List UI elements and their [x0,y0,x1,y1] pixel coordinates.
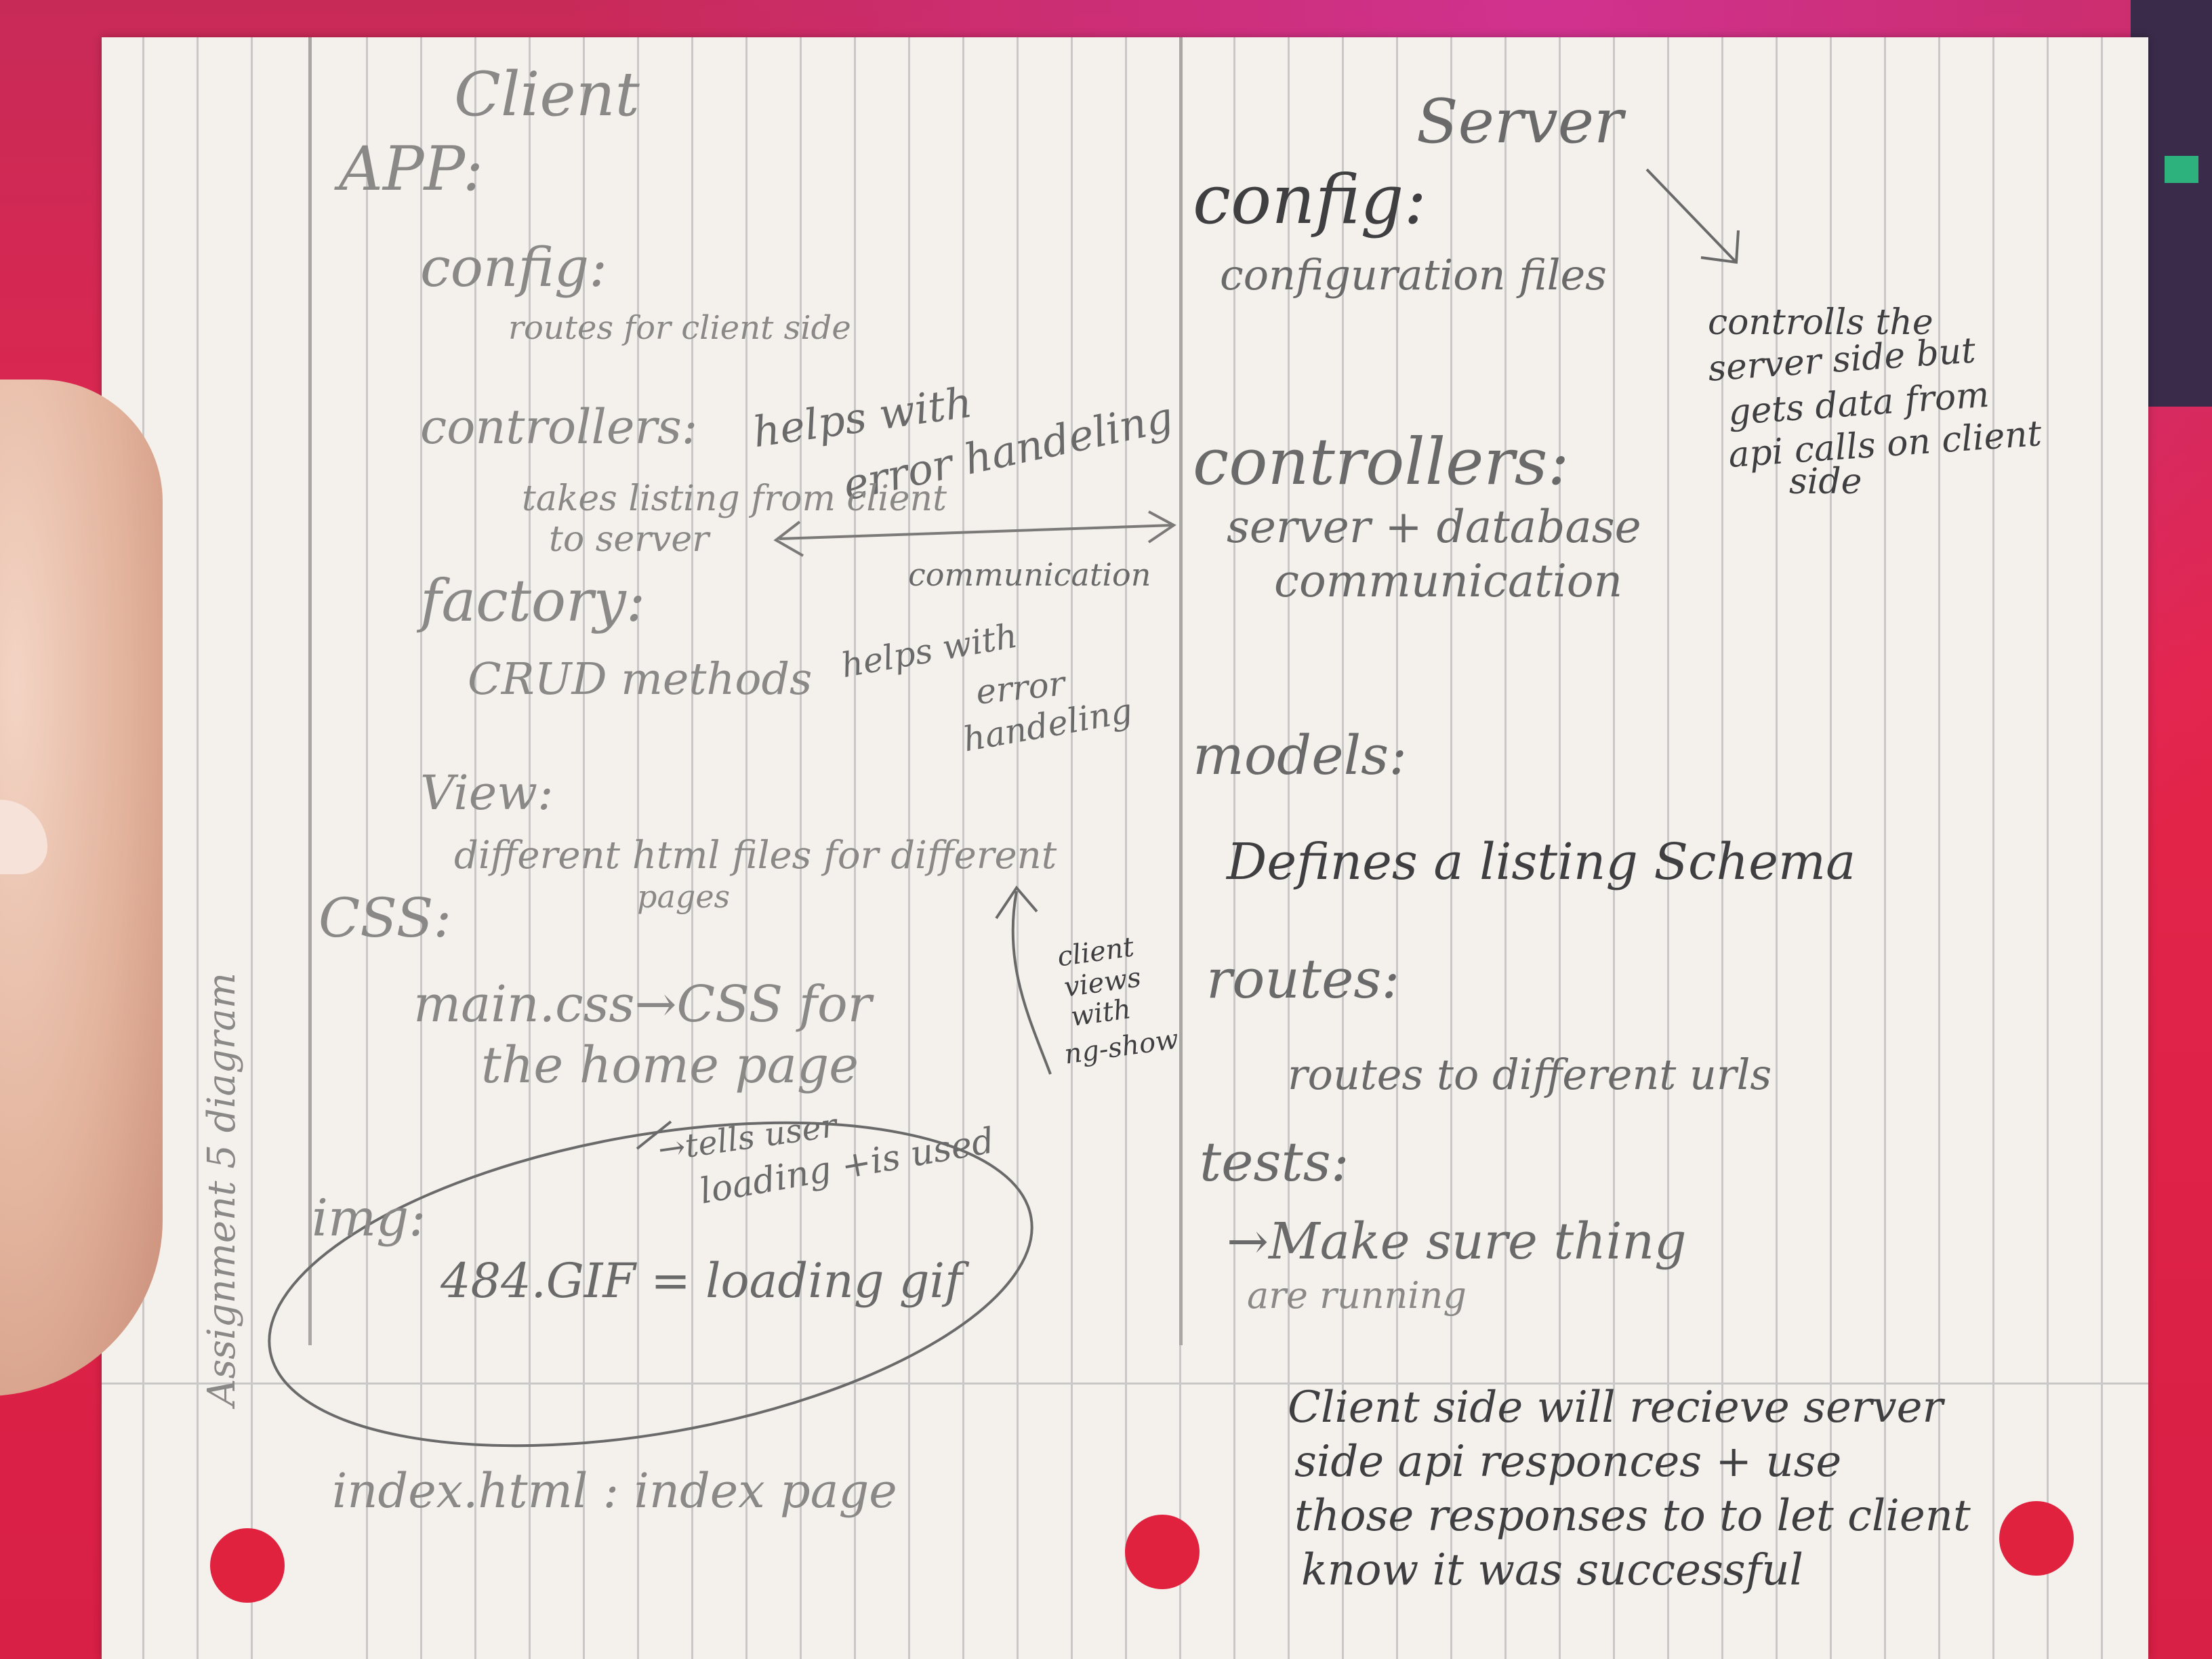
rule-line [1288,37,1290,1659]
rule-line [1559,37,1561,1659]
rule-line [1504,37,1507,1659]
crud-methods: CRUD methods [468,654,813,705]
communication-note: communication [908,556,1151,593]
server-config-label: config: [1193,160,1427,239]
server-controllers-desc2: communication [1274,555,1623,607]
side-title: Assignment 5 diagram [200,972,244,1406]
client-view-desc1: different html files for different [454,834,1057,878]
rule-line [1830,37,1832,1659]
rule-line [529,37,531,1659]
footer-line3: those responses to to let client [1294,1491,1971,1541]
client-controllers-desc1: takes listing from client [522,478,947,519]
client-config-label: config: [420,236,608,299]
rule-line [420,37,422,1659]
rule-line [1938,37,1940,1659]
rule-line [1721,37,1723,1659]
server-config-note5: side [1789,462,1862,502]
rule-line [366,37,368,1659]
client-css-desc1: main.css→CSS for [413,975,872,1033]
footer-line2: side api responces + use [1294,1437,1842,1487]
rule-line [800,37,802,1659]
perforation-line [102,1382,2148,1385]
rule-line [1613,37,1615,1659]
server-tests-label: tests: [1200,1130,1349,1193]
client-img-label: img: [312,1188,426,1248]
rule-line [583,37,585,1659]
binder-hole [210,1528,285,1603]
rule-line [1396,37,1398,1659]
pencil-annotations [268,168,1740,1448]
rule-line [962,37,964,1659]
server-controllers-label: controllers: [1193,425,1570,499]
center-divider-line [1179,37,1183,1345]
server-header: Server [1416,86,1624,157]
rule-line [745,37,747,1659]
rule-line [637,37,639,1659]
server-controllers-desc1: server + database [1227,501,1641,553]
server-routes-desc: routes to different urls [1288,1050,1772,1099]
binder-hole [1999,1501,2074,1576]
margin-line [308,37,312,1345]
rule-line [197,37,199,1659]
rule-line [1125,37,1127,1659]
rule-line [2101,37,2103,1659]
client-css-label: CSS: [319,886,452,949]
server-models-desc: Defines a listing Schema [1227,833,1856,891]
server-tests-desc1: →Make sure thing [1227,1212,1687,1271]
hand [0,380,163,1396]
rule-line [1450,37,1452,1659]
client-css-desc2: the home page [481,1036,859,1094]
rule-line [1071,37,1073,1659]
rule-line [908,37,910,1659]
client-header: Client [454,59,640,130]
rule-line [854,37,856,1659]
rule-line [474,37,476,1659]
client-factory-label: factory: [420,568,646,635]
rule-line [2047,37,2049,1659]
footer-line4: know it was successful [1301,1545,1803,1595]
rule-line [1233,37,1235,1659]
server-routes-label: routes: [1206,947,1400,1010]
client-controllers-desc2: to server [549,519,710,560]
rule-line [1884,37,1886,1659]
thumbnail [0,800,47,874]
rule-line [1017,37,1019,1659]
footer-line1: Client side will recieve server [1288,1382,1944,1433]
app-label: APP: [339,134,484,205]
rule-line [251,37,253,1659]
client-config-desc: routes for client side [508,309,851,347]
rule-line [1776,37,1778,1659]
client-view-desc2: pages [637,878,731,915]
rule-line [1992,37,1994,1659]
view-note3: with [1069,994,1133,1033]
rule-line [1342,37,1344,1659]
rule-line [691,37,693,1659]
client-controllers-label: controllers: [420,399,698,455]
index-desc: index.html : index page [332,1463,897,1519]
server-models-label: models: [1193,724,1408,787]
screen-glow [2165,156,2198,183]
factory-note2: error [974,663,1067,712]
binder-hole [1125,1515,1200,1589]
client-view-label: View: [420,765,554,821]
rule-line [1667,37,1669,1659]
server-config-desc: configuration files [1220,250,1607,300]
notebook-paper: Client APP: config: routes for client si… [102,37,2148,1659]
server-tests-desc2: are running [1247,1274,1467,1317]
gif-desc: 484.GIF = loading gif [441,1253,962,1309]
server-config-note1: controlls the [1708,302,1933,343]
